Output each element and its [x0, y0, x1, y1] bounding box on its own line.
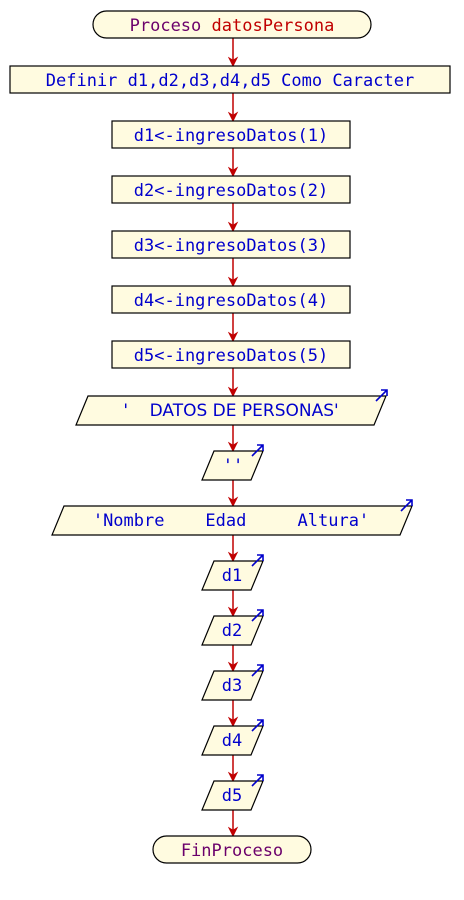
output-box-5: d2: [201, 609, 264, 646]
assign-box-shape: [111, 175, 351, 204]
output-box-7: d4: [201, 719, 264, 756]
output-arrow-icon: [251, 444, 264, 457]
assign-box-1: d1<-ingresoDatos(1): [111, 120, 351, 149]
output-text: d5: [222, 786, 242, 806]
output-arrow-icon: [251, 664, 264, 677]
end-keyword: FinProceso: [181, 841, 283, 861]
output-box-3: 'Nombre Edad Altura': [51, 499, 413, 536]
assign-box-shape: [111, 285, 351, 314]
output-text: d2: [222, 621, 242, 641]
end-terminal: FinProceso: [152, 835, 312, 864]
assign-box-4: d4<-ingresoDatos(4): [111, 285, 351, 314]
output-text: d1: [222, 566, 242, 586]
output-box-8: d5: [201, 774, 264, 811]
assign-statement: d2<-ingresoDatos(2): [134, 181, 328, 201]
start-keyword-text: Proceso: [130, 16, 202, 36]
assign-box-shape: [111, 230, 351, 259]
define-box: Definir d1,d2,d3,d4,d5 Como Caracter: [9, 65, 451, 94]
assign-box-3: d3<-ingresoDatos(3): [111, 230, 351, 259]
output-shape: [201, 560, 264, 591]
output-text: d4: [222, 731, 242, 751]
assign-box-shape: [111, 120, 351, 149]
output-shape: [51, 505, 413, 536]
output-box-1: ' DATOS DE PERSONAS': [75, 389, 388, 426]
output-shape: [75, 395, 387, 426]
assign-box-shape: [111, 340, 351, 369]
output-arrow-icon: [251, 609, 264, 622]
define-statement: Definir d1,d2,d3,d4,d5 Como Caracter: [46, 71, 414, 91]
output-text: d3: [222, 676, 242, 696]
output-arrow-icon: [251, 719, 264, 732]
assign-statement: d4<-ingresoDatos(4): [134, 291, 328, 311]
output-arrow-icon: [251, 554, 264, 567]
assign-statement: d3<-ingresoDatos(3): [134, 236, 328, 256]
output-text: 'Nombre Edad Altura': [93, 511, 369, 531]
output-arrow-icon: [400, 499, 413, 512]
output-shape: [201, 780, 264, 811]
assign-statement: d5<-ingresoDatos(5): [134, 346, 328, 366]
process-name: datosPersona: [212, 16, 335, 36]
output-box-6: d3: [201, 664, 264, 701]
start-terminal: Proceso datosPersona: [92, 10, 372, 39]
assign-box-2: d2<-ingresoDatos(2): [111, 175, 351, 204]
output-text: '': [223, 456, 243, 476]
output-box-4: d1: [201, 554, 264, 591]
output-shape: [201, 450, 264, 481]
output-box-2: '': [201, 444, 264, 481]
start-terminal-shape: [92, 10, 372, 39]
output-arrow-icon: [375, 389, 388, 402]
output-shape: [201, 670, 264, 701]
define-box-shape: [9, 65, 451, 94]
assign-box-5: d5<-ingresoDatos(5): [111, 340, 351, 369]
output-arrow-icon: [251, 774, 264, 787]
output-shape: [201, 615, 264, 646]
output-text: ' DATOS DE PERSONAS': [123, 401, 338, 421]
output-shape: [201, 725, 264, 756]
end-terminal-shape: [152, 835, 312, 864]
assign-statement: d1<-ingresoDatos(1): [134, 126, 328, 146]
start-keyword: Proceso datosPersona: [130, 16, 335, 36]
